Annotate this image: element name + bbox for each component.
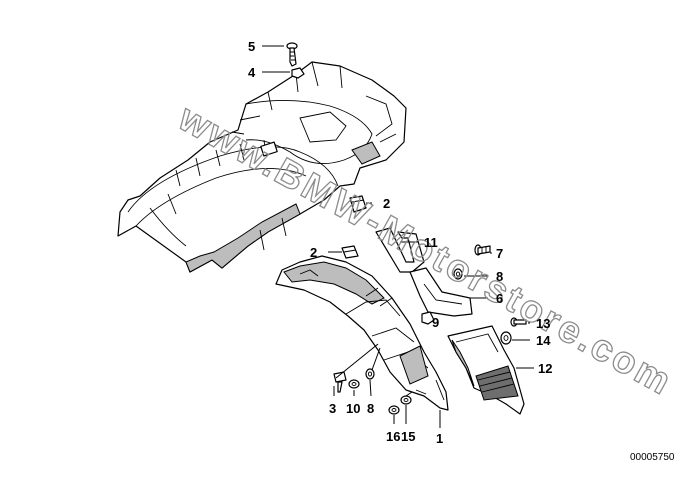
washer-16 bbox=[388, 405, 400, 415]
callout-11: 11 bbox=[424, 235, 438, 250]
callout-5: 5 bbox=[248, 39, 255, 54]
callout-8-lower: 8 bbox=[367, 401, 374, 416]
nut-15 bbox=[400, 395, 412, 405]
screw-5 bbox=[286, 42, 298, 67]
rubber-grommet-lower bbox=[341, 245, 359, 259]
callout-3: 3 bbox=[329, 401, 336, 416]
callout-14: 14 bbox=[536, 333, 551, 348]
callout-16: 16 bbox=[386, 429, 400, 444]
screw-13 bbox=[510, 317, 527, 327]
callout-13: 13 bbox=[536, 316, 550, 331]
washer-10 bbox=[348, 379, 360, 389]
screw-7 bbox=[474, 244, 491, 256]
number-plate-carrier bbox=[447, 325, 525, 415]
nut-4 bbox=[291, 67, 305, 79]
leader-lines bbox=[262, 45, 534, 428]
callout-6: 6 bbox=[496, 291, 503, 306]
callout-1: 1 bbox=[436, 431, 443, 446]
rear-mudguard bbox=[275, 255, 449, 411]
screw-3 bbox=[333, 371, 347, 393]
callout-labels: 5 4 2 2 11 7 8 6 9 13 14 12 3 10 8 16 15… bbox=[248, 39, 552, 446]
rear-undertray bbox=[117, 61, 407, 273]
callout-4: 4 bbox=[248, 65, 256, 80]
callout-10: 10 bbox=[346, 401, 360, 416]
callout-12: 12 bbox=[538, 361, 552, 376]
callout-15: 15 bbox=[401, 429, 415, 444]
rubber-grommet-upper bbox=[349, 195, 367, 213]
callout-2-upper: 2 bbox=[383, 196, 390, 211]
washer-14 bbox=[500, 331, 512, 345]
washer-8-lower bbox=[365, 368, 375, 380]
callout-7: 7 bbox=[496, 246, 503, 261]
callout-9: 9 bbox=[432, 315, 439, 330]
callout-2-lower: 2 bbox=[310, 245, 317, 260]
bracket-plate bbox=[409, 267, 473, 317]
callout-8-upper: 8 bbox=[496, 269, 503, 284]
nut-9 bbox=[421, 311, 435, 325]
washer-8-upper bbox=[453, 268, 463, 280]
diagram-id: 00005750 bbox=[630, 452, 675, 463]
